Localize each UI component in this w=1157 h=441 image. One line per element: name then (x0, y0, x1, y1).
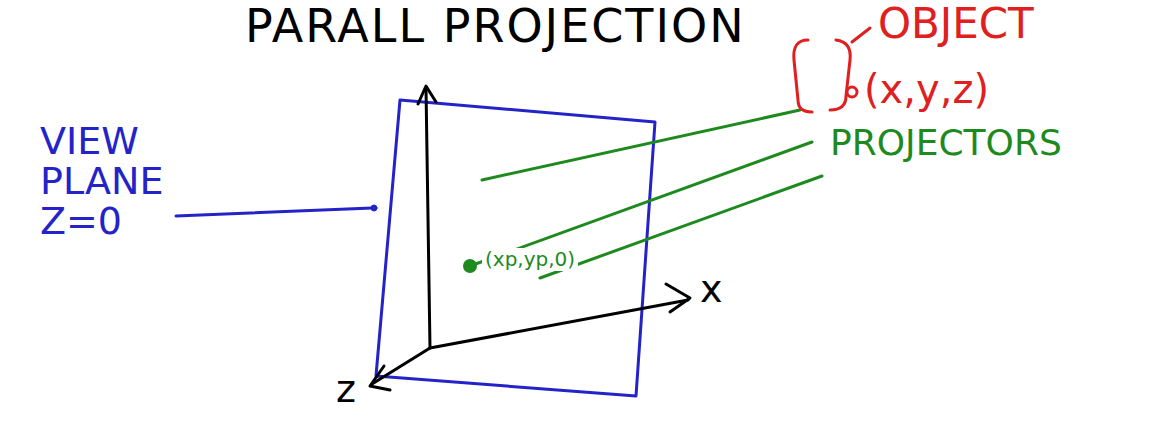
object-bracket (794, 40, 812, 112)
object-leader (852, 28, 870, 42)
axis-arrowhead (666, 284, 690, 312)
x-axis (430, 300, 688, 348)
leader-dot (371, 205, 377, 211)
axis-arrowhead (370, 366, 390, 390)
projector-line (540, 176, 822, 278)
axis-label: x (700, 270, 723, 310)
projectors-label: PROJECTORS (830, 124, 1062, 162)
plane-leader (176, 208, 372, 216)
view-plane-label: VIEW PLANE Z=0 (40, 122, 190, 242)
z-axis (372, 348, 430, 384)
y-axis (426, 88, 430, 348)
projector-line (482, 110, 800, 180)
view-plane (376, 100, 655, 396)
axis-arrowhead (418, 86, 436, 104)
diagram-title: PARALL PROJECTION (245, 2, 746, 50)
projected-coordinates: (xp,yp,0) (482, 248, 578, 271)
object-point (847, 87, 857, 97)
object-label: OBJECT (878, 2, 1034, 46)
point-coordinates: (x,y,z) (864, 68, 989, 110)
axis-label: z (336, 370, 356, 410)
object-bracket (830, 40, 850, 110)
projected-point (464, 260, 476, 272)
